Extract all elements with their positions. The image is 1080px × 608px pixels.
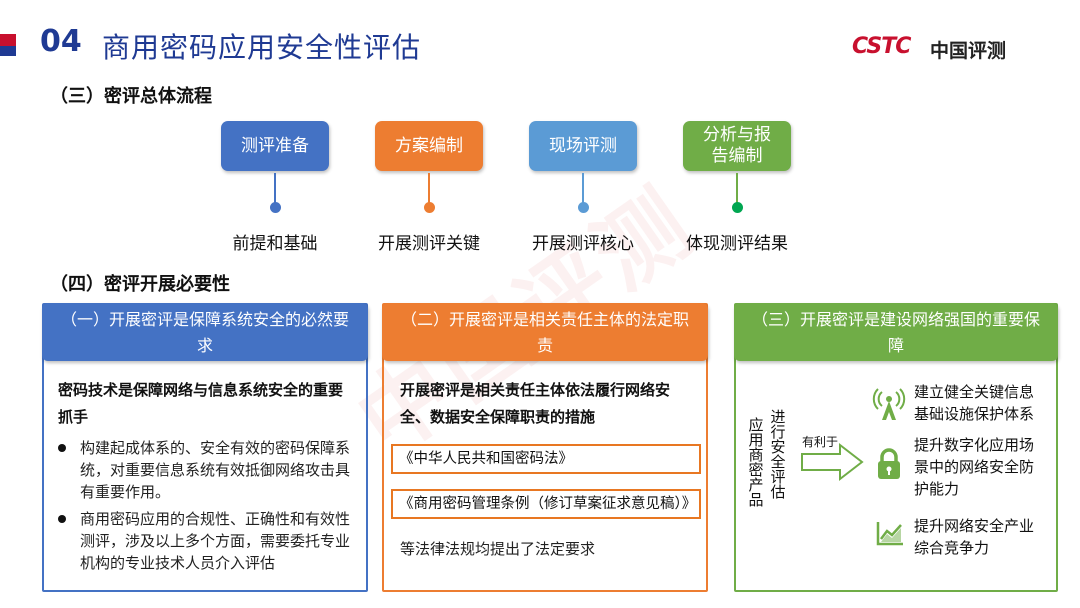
bullet-dot [58, 515, 66, 523]
process-connector [582, 173, 584, 203]
process-step-box: 方案编制 [375, 121, 483, 171]
law-item-cryptography: 《中华人民共和国密码法》 [391, 444, 701, 474]
process-connector [428, 173, 430, 203]
card-orange-footer: 等法律法规均提出了法定要求 [400, 540, 596, 558]
process-step-label: 体现测评结果 [686, 234, 788, 254]
logo-cn: 中国评测 [930, 40, 1007, 62]
process-step-label: 前提和基础 [232, 234, 318, 254]
vertical-text-assessment: 进行安全评估 [770, 408, 786, 501]
lock-icon [878, 448, 900, 479]
card-blue-bullet-2: 商用密码应用的合规性、正确性和有效性测评，涉及以上多个方面，需要委托专业机构的专… [80, 510, 351, 572]
bullet-dot [58, 444, 66, 452]
card-green-header: （三）开展密评是建设网络强国的重要保障 [734, 303, 1058, 361]
process-connector [274, 173, 276, 203]
growth-chart-icon [876, 522, 903, 546]
process-dot [732, 202, 743, 213]
arrow-label: 有利于 [802, 435, 839, 449]
card-blue-lead: 密码技术是保障网络与信息系统安全的重要抓手 [58, 381, 344, 426]
card-orange-lead: 开展密评是相关责任主体依法履行网络安全、数据安全保障职责的措施 [400, 381, 671, 426]
process-step-label: 开展测评关键 [378, 234, 480, 254]
logo-latin: CSTC [852, 34, 911, 59]
benefit-3: 提升网络安全产业综合竞争力 [914, 517, 1035, 557]
card-blue-header: （一）开展密评是保障系统安全的必然要求 [42, 303, 368, 361]
law-item-regulation: 《商用密码管理条例（修订草案征求意见稿）》 [391, 489, 701, 519]
vertical-text-products: 应用商密产品 [748, 416, 764, 509]
benefit-1: 建立健全关键信息基础设施保护体系 [914, 383, 1035, 423]
header-accent-bar-blue [0, 46, 16, 56]
section-number: 04 [40, 24, 82, 59]
card-blue-bullet-1: 构建起成体系的、安全有效的密码保障系统，对重要信息系统有效抵御网络攻击具有重要作… [80, 439, 351, 501]
benefit-2: 提升数字化应用场景中的网络安全防护能力 [914, 436, 1035, 498]
process-dot [578, 202, 589, 213]
process-step-box: 分析与报告编制 [683, 121, 791, 171]
process-connector [736, 173, 738, 203]
process-step-box: 测评准备 [221, 121, 329, 171]
process-dot [424, 202, 435, 213]
section-title-necessity: （四）密评开展必要性 [50, 274, 230, 295]
right-arrow-icon [801, 442, 864, 482]
process-step-label: 开展测评核心 [532, 234, 634, 254]
antenna-icon [872, 388, 906, 420]
process-step-box: 现场评测 [529, 121, 637, 171]
card-orange-header: （二）开展密评是相关责任主体的法定职责 [382, 303, 708, 361]
process-dot [270, 202, 281, 213]
page-title: 商用密码应用安全性评估 [102, 31, 422, 64]
section-title-process: （三）密评总体流程 [50, 86, 212, 107]
